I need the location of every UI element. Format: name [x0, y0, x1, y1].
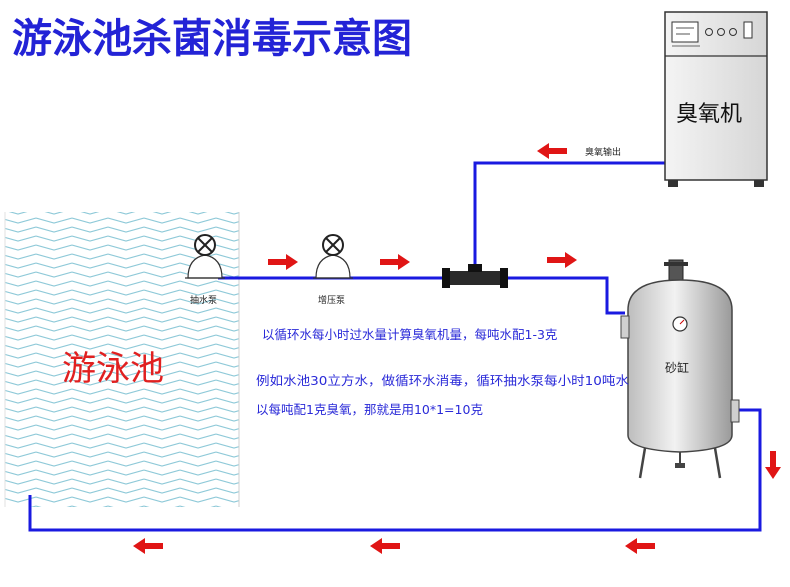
pool-label: 游泳池 [62, 349, 164, 389]
ozone-pipe [473, 161, 665, 268]
booster-pump-label: 增压泵 [318, 294, 345, 306]
notes: 以循环水每小时过水量计算臭氧机量，每吨水配1-3克 例如水池30立方水，做循环水… [256, 327, 630, 417]
ozone-machine-label: 臭氧机 [676, 102, 742, 127]
diagram-title: 游泳池杀菌消毒示意图 [12, 16, 412, 62]
flow-arrows [133, 143, 781, 554]
note-line-3: 以每吨配1克臭氧，那就是用10*1=10克 [256, 402, 483, 417]
sand-filter-tank: 砂缸 [620, 259, 740, 479]
pipe-network [28, 161, 762, 532]
venturi-injector-icon [442, 264, 508, 288]
ozone-machine: 臭氧机 [664, 11, 768, 187]
flow-arrow-icon [133, 538, 163, 554]
main-supply-pipe [218, 276, 625, 315]
suction-pump-label: 抽水泵 [190, 294, 217, 306]
booster-pump: 增压泵 [313, 234, 353, 306]
ozone-output-label: 臭氧输出 [585, 146, 621, 158]
flow-arrow-icon [380, 254, 410, 270]
flow-arrow-icon [370, 538, 400, 554]
pressure-gauge-icon [672, 316, 688, 332]
return-pipe [28, 408, 762, 532]
flow-arrow-icon [547, 252, 577, 268]
flow-arrow-icon [625, 538, 655, 554]
note-line-1: 以循环水每小时过水量计算臭氧机量，每吨水配1-3克 [262, 327, 557, 342]
valve-x-icon [322, 234, 344, 256]
valve-x-icon [194, 234, 216, 256]
sand-tank-label: 砂缸 [665, 360, 689, 375]
flow-arrow-icon [537, 143, 567, 159]
flow-arrow-icon [765, 451, 781, 479]
flow-arrow-icon [268, 254, 298, 270]
suction-pump: 抽水泵 [185, 234, 225, 306]
note-line-2: 例如水池30立方水，做循环水消毒，循环抽水泵每小时10吨水 [256, 373, 630, 388]
